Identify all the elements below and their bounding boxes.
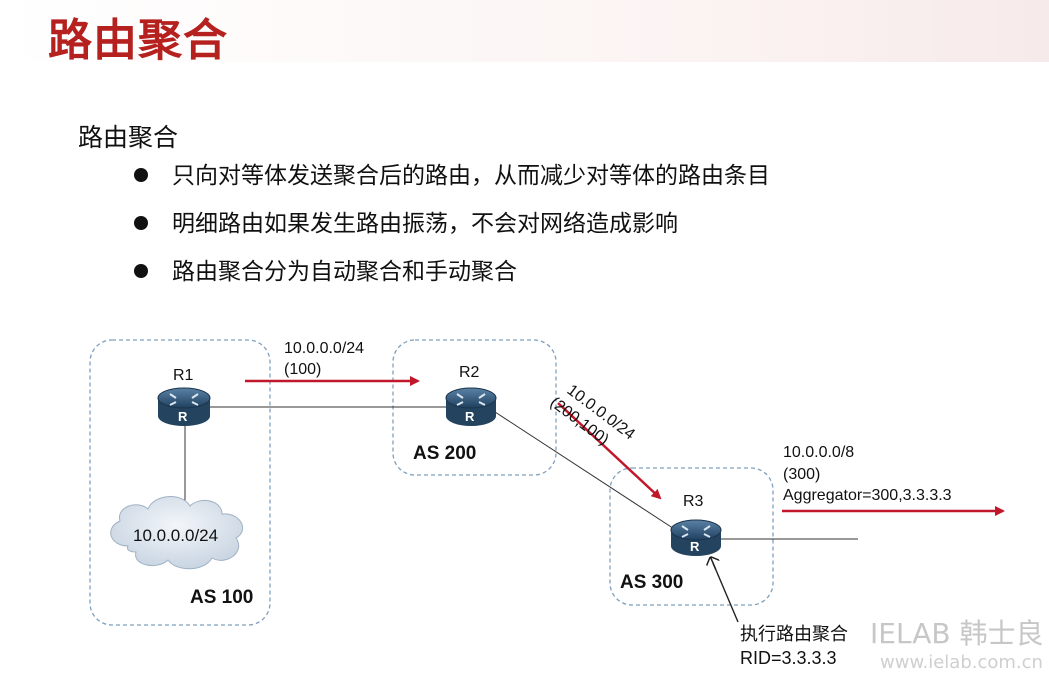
link-r2-r3 bbox=[491, 409, 686, 537]
watermark-brand: IELAB 韩士良 bbox=[870, 617, 1044, 650]
route3-aggregator: Aggregator=300,3.3.3.3 bbox=[783, 487, 952, 504]
bullet-item: 明细路由如果发生路由振荡，不会对网络造成影响 bbox=[132, 208, 770, 256]
bullet-dot-icon bbox=[134, 168, 148, 182]
as200-label: AS 200 bbox=[413, 443, 476, 464]
title-band bbox=[0, 0, 1049, 62]
router-r3-letter: R bbox=[690, 539, 700, 554]
router-r3-label: R3 bbox=[683, 493, 704, 510]
router-r1-label: R1 bbox=[173, 367, 194, 384]
route1-path: (100) bbox=[284, 361, 321, 378]
bullet-dot-icon bbox=[134, 264, 148, 278]
network-cloud-icon bbox=[110, 496, 243, 570]
as300-box bbox=[609, 467, 774, 606]
note-line2: RID=3.3.3.3 bbox=[740, 648, 837, 668]
router-r3-icon bbox=[670, 519, 722, 556]
as300-label: AS 300 bbox=[620, 572, 683, 593]
as100-box bbox=[89, 339, 271, 626]
bullet-item: 只向对等体发送聚合后的路由，从而减少对等体的路由条目 bbox=[132, 160, 770, 208]
note-pointer-arrow bbox=[713, 563, 739, 623]
slide-title: 路由聚合 bbox=[48, 15, 228, 66]
as100-label: AS 100 bbox=[190, 587, 253, 608]
router-r2-label: R2 bbox=[459, 364, 480, 381]
bullet-list: 只向对等体发送聚合后的路由，从而减少对等体的路由条目 明细路由如果发生路由振荡，… bbox=[132, 160, 770, 304]
watermark-url: www.ielab.com.cn bbox=[880, 652, 1043, 673]
router-r1-letter: R bbox=[178, 409, 188, 424]
bullet-item: 路由聚合分为自动聚合和手动聚合 bbox=[132, 256, 770, 304]
route1-prefix: 10.0.0.0/24 bbox=[284, 340, 364, 357]
router-r2-icon bbox=[445, 387, 497, 426]
route3-path: (300) bbox=[783, 466, 820, 483]
router-r2-letter: R bbox=[465, 409, 475, 424]
note-line1: 执行路由聚合 bbox=[740, 624, 848, 645]
advert-arrow-r2-r3 bbox=[557, 402, 662, 500]
route3-prefix: 10.0.0.0/8 bbox=[783, 444, 854, 461]
bullet-dot-icon bbox=[134, 216, 148, 230]
section-heading: 路由聚合 bbox=[78, 123, 179, 152]
cloud-label: 10.0.0.0/24 bbox=[133, 526, 218, 545]
router-r1-icon bbox=[157, 387, 211, 426]
